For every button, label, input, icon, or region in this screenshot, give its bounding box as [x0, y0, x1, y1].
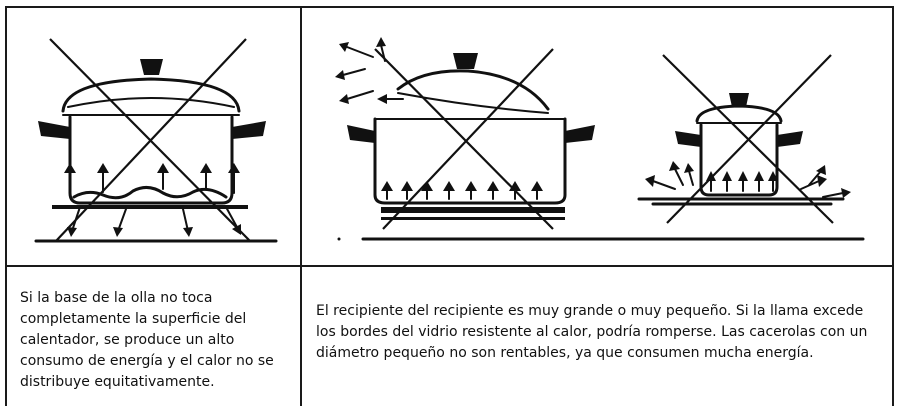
table-divider-horizontal [5, 265, 894, 267]
right-caption: El recipiente del recipiente es muy gran… [316, 303, 868, 361]
illustration-pot-not-touching [8, 9, 299, 264]
left-caption: Si la base de la olla no toca completame… [20, 290, 274, 390]
table-border-left [5, 6, 7, 406]
pot-too-large-and-too-small-drawing [335, 37, 865, 241]
table-divider-vertical [300, 6, 302, 406]
table-border-right [892, 6, 894, 406]
illustration-pot-size-wrong [303, 9, 891, 264]
pot-uneven-base-drawing [34, 38, 278, 243]
table-border-top [5, 6, 894, 8]
